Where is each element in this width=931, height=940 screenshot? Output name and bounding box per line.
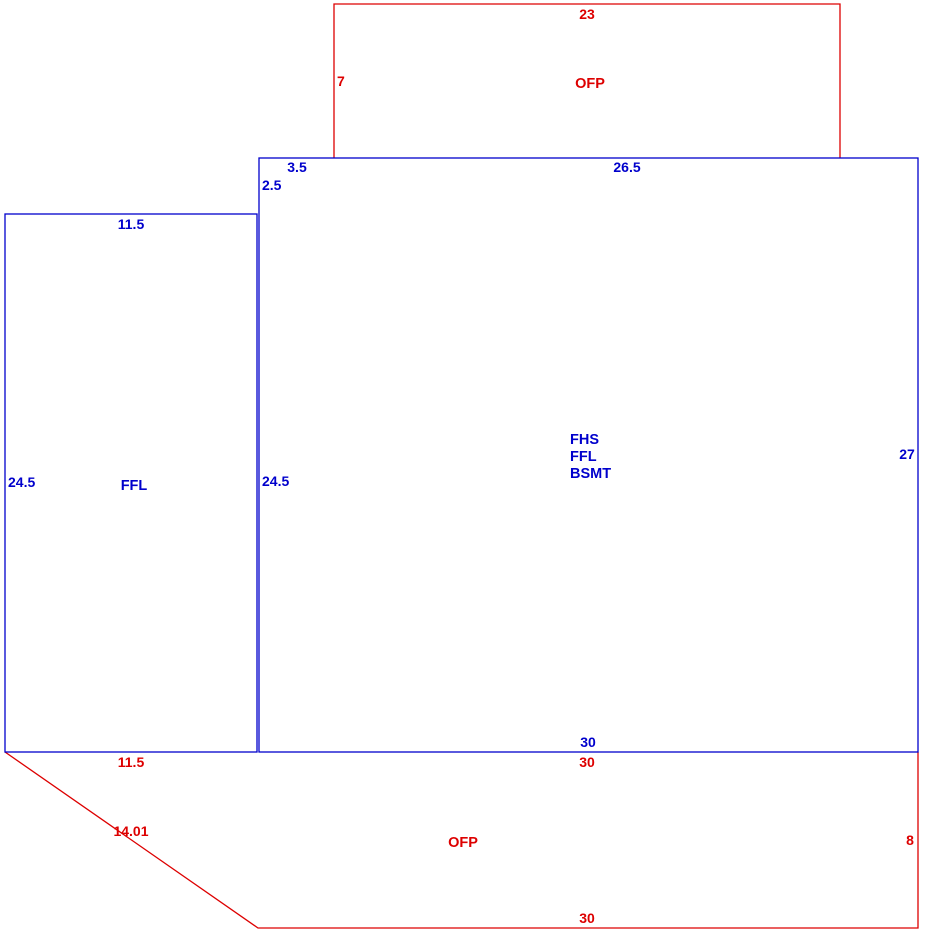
main-area-label-2: FFL: [570, 449, 597, 465]
bottom-porch-area-label: OFP: [448, 835, 478, 851]
main-top-width-dim: 26.5: [613, 159, 640, 175]
bottom-porch: 11.5 30 14.01 8 30 OFP: [4, 751, 919, 929]
main-area-label-1: FHS: [570, 432, 599, 448]
main-bottom-width-dim: 30: [580, 734, 596, 750]
main-area-label-3: BSMT: [570, 466, 611, 482]
left-wing: 11.5 24.5 FFL: [4, 213, 258, 753]
top-porch-area-label: OFP: [575, 76, 605, 92]
left-wing-top-dim: 11.5: [118, 216, 145, 232]
top-porch-width-dim: 23: [579, 6, 595, 22]
bottom-porch-depth-dim: 8: [906, 832, 914, 848]
left-wing-area-label: FFL: [121, 478, 148, 494]
left-wing-side-dim: 24.5: [8, 474, 35, 490]
top-porch-outline: [333, 3, 841, 158]
top-porch-depth-dim: 7: [337, 73, 345, 89]
bottom-porch-diagonal-dim: 14.01: [113, 823, 148, 839]
left-wing-outline: [4, 213, 258, 753]
top-porch: 23 7 OFP: [333, 3, 841, 158]
bottom-porch-bottom-width-dim: 30: [579, 910, 595, 926]
bottom-porch-outline: [4, 751, 919, 929]
main-notch-width-dim: 3.5: [287, 159, 307, 175]
bottom-porch-right-width-dim: 30: [579, 754, 595, 770]
main-block: 3.5 26.5 2.5 24.5 27 30 FHS FFL BSMT: [258, 157, 919, 753]
main-left-side-dim: 24.5: [262, 473, 289, 489]
main-right-side-dim: 27: [899, 446, 915, 462]
main-notch-depth-dim: 2.5: [262, 177, 282, 193]
bottom-porch-left-width-dim: 11.5: [118, 754, 145, 770]
main-block-outline: [258, 157, 919, 753]
